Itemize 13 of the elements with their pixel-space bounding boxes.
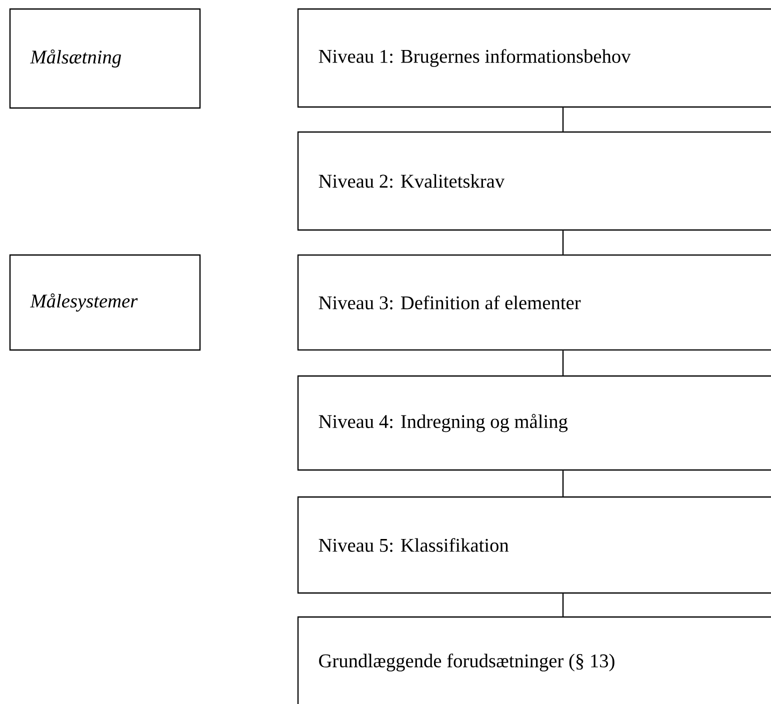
connector-line (562, 594, 564, 616)
level-box: Niveau 3: Definition af elementer (297, 254, 771, 351)
connector-line (562, 230, 564, 254)
category-box: Målesystemer (9, 254, 201, 351)
level-box: Niveau 5: Klassifikation (297, 496, 771, 594)
level-box: Niveau 4: Indregning og måling (297, 375, 771, 471)
connector-line (562, 350, 564, 376)
category-box: Målsætning (9, 8, 201, 109)
level-box: Grundlæggende forudsætninger (§ 13) (297, 616, 771, 704)
connector-line (562, 108, 564, 132)
level-box: Niveau 2: Kvalitetskrav (297, 131, 771, 231)
connector-line (562, 470, 564, 496)
level-box: Niveau 1: Brugernes informationsbehov (297, 8, 771, 108)
